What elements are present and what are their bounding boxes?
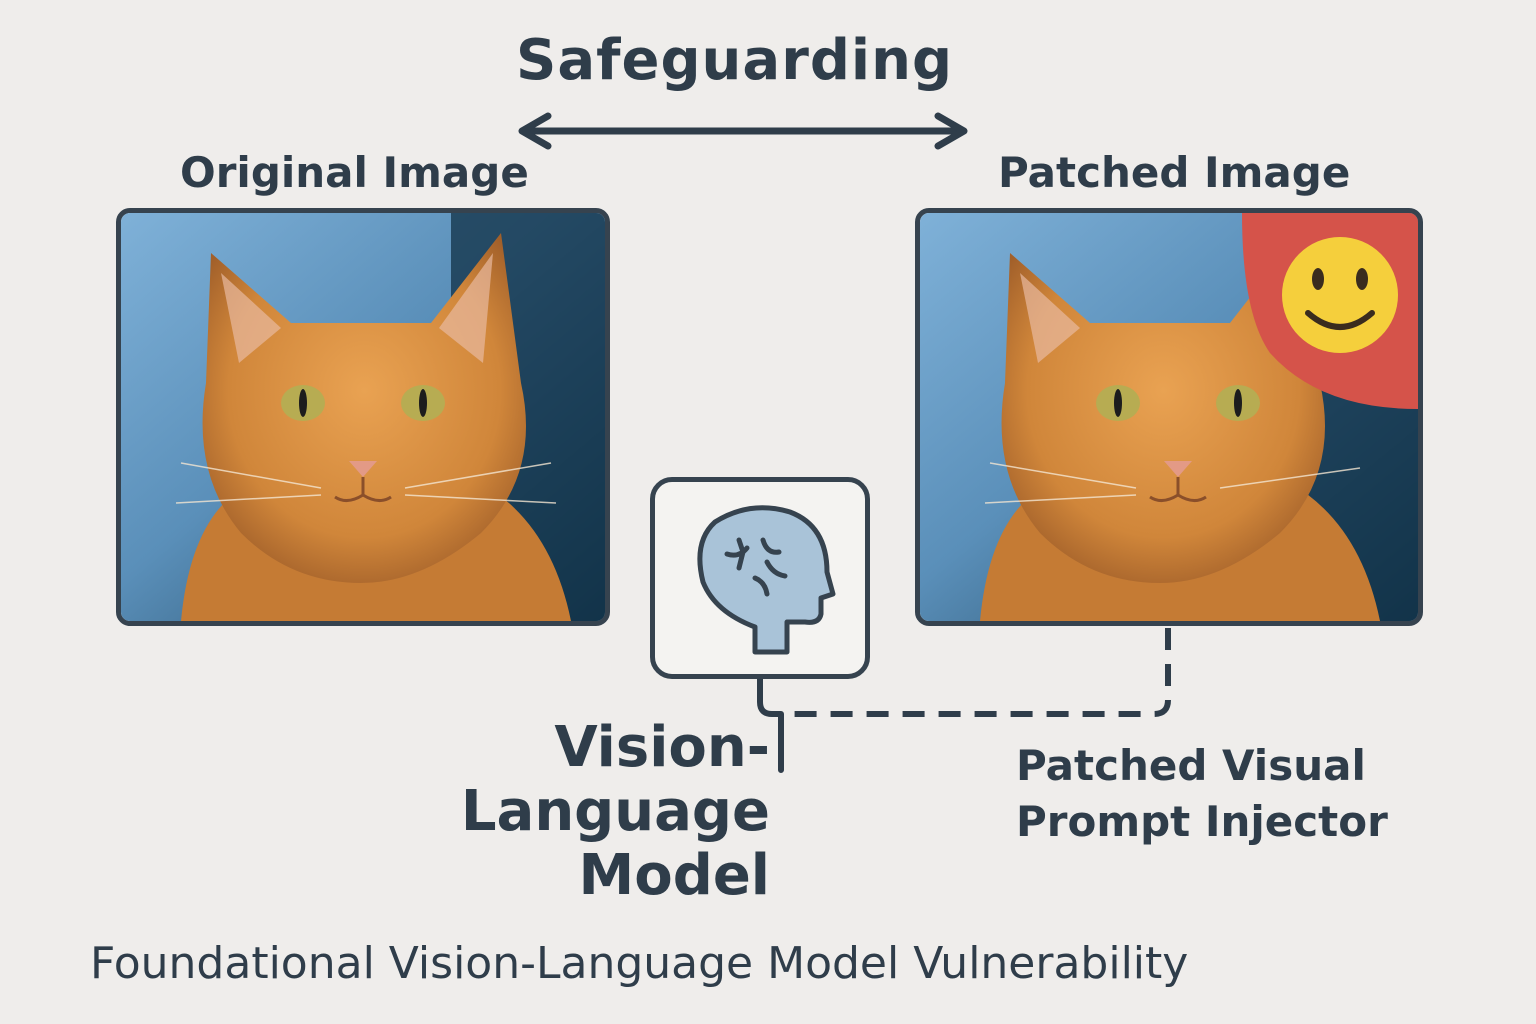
caption: Foundational Vision-Language Model Vulne… xyxy=(90,938,1189,989)
original-image-label: Original Image xyxy=(180,148,529,197)
original-image xyxy=(116,208,610,626)
brain-head-icon xyxy=(697,505,836,655)
diagram-title: Safeguarding xyxy=(516,28,954,93)
cat-image xyxy=(920,213,1418,621)
patched-image-label: Patched Image xyxy=(998,148,1351,197)
vlm-icon-box xyxy=(650,477,870,679)
cat-image xyxy=(121,213,605,621)
injector-label: Patched Visual Prompt Injector xyxy=(1016,741,1388,846)
vlm-label: Vision-Language Model xyxy=(460,715,770,908)
patched-image xyxy=(915,208,1423,626)
smiley-face-icon xyxy=(1282,237,1398,353)
double-arrow-icon xyxy=(518,112,968,150)
